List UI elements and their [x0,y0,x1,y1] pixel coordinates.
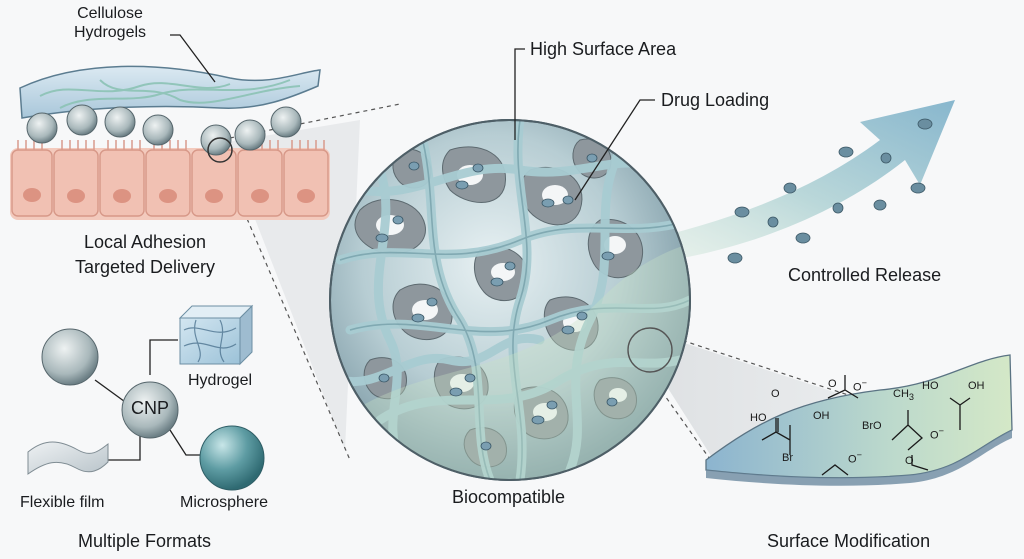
cnp-center-node [121,381,179,439]
cellulose-label-line1: Cellulose [77,5,143,22]
chem-ho-1: HO [750,412,767,424]
hydrogel-leader-line [170,34,216,83]
surface-modification-label: Surface Modification [767,531,931,551]
chem-br-1: Br [782,452,793,464]
chem-ch3: CH3 [893,388,914,402]
chem-o-6: O [905,455,914,467]
tissue-cells [10,140,330,220]
chem-oh-2: OH [968,380,985,392]
chem-ch3-symbol: CH [893,388,909,400]
chem-bro: BrO [862,420,882,432]
chem-ch3-subscript: 3 [908,392,914,403]
surface-area-leader-line [514,48,525,140]
adhered-nanoparticles [26,104,302,156]
chem-o-5-symbol: O [848,453,857,466]
tissue-zoom-circle [207,137,233,163]
chem-ho-2: HO [922,380,939,392]
microsphere-icon [199,425,265,491]
chem-o-3-charge: − [861,378,867,388]
cellulose-hydrogels-label: Cellulose Hydrogels [55,4,165,42]
chem-o-5-charge: − [856,450,862,460]
drug-loading-leader-line [574,99,655,201]
biocompatible-label: Biocompatible [452,487,566,507]
chem-o-5: O− [848,450,862,466]
chem-oh-1: OH [813,410,830,422]
local-adhesion-line1: Local Adhesion [83,232,207,252]
chem-o-4: O− [930,426,944,442]
chem-o-3: O− [853,378,867,394]
chem-o-3-symbol: O [853,381,862,394]
cnp-particle-icon [41,328,99,386]
local-adhesion-label: Local Adhesion Targeted Delivery [40,230,250,280]
cellulose-hydrogel-sheet [19,65,321,119]
nanoparticle-network-sphere [329,119,691,481]
local-adhesion-line2: Targeted Delivery [74,257,216,277]
high-surface-area-label: High Surface Area [530,39,677,59]
drug-loading-label: Drug Loading [661,90,770,110]
surface-zoom-circle [627,327,673,373]
chem-o-1: O [771,388,780,400]
flexible-film-icon [27,441,109,475]
microsphere-label: Microsphere [180,494,269,511]
hydrogel-cube-icon [178,304,254,366]
released-drug-capsules [727,118,933,264]
formats-diagram [27,304,265,491]
flexible-film-label: Flexible film [20,494,105,511]
surface-modification-slab [705,354,1013,486]
cnp-label: CNP [131,398,170,418]
chem-o-4-charge: − [938,426,944,436]
multiple-formats-label: Multiple Formats [78,531,212,551]
cellulose-label-line2: Hydrogels [73,24,147,41]
controlled-release-label: Controlled Release [788,265,942,285]
hydrogel-label: Hydrogel [188,372,253,389]
chem-o-4-symbol: O [930,429,939,442]
chem-o-2: O [828,378,837,390]
